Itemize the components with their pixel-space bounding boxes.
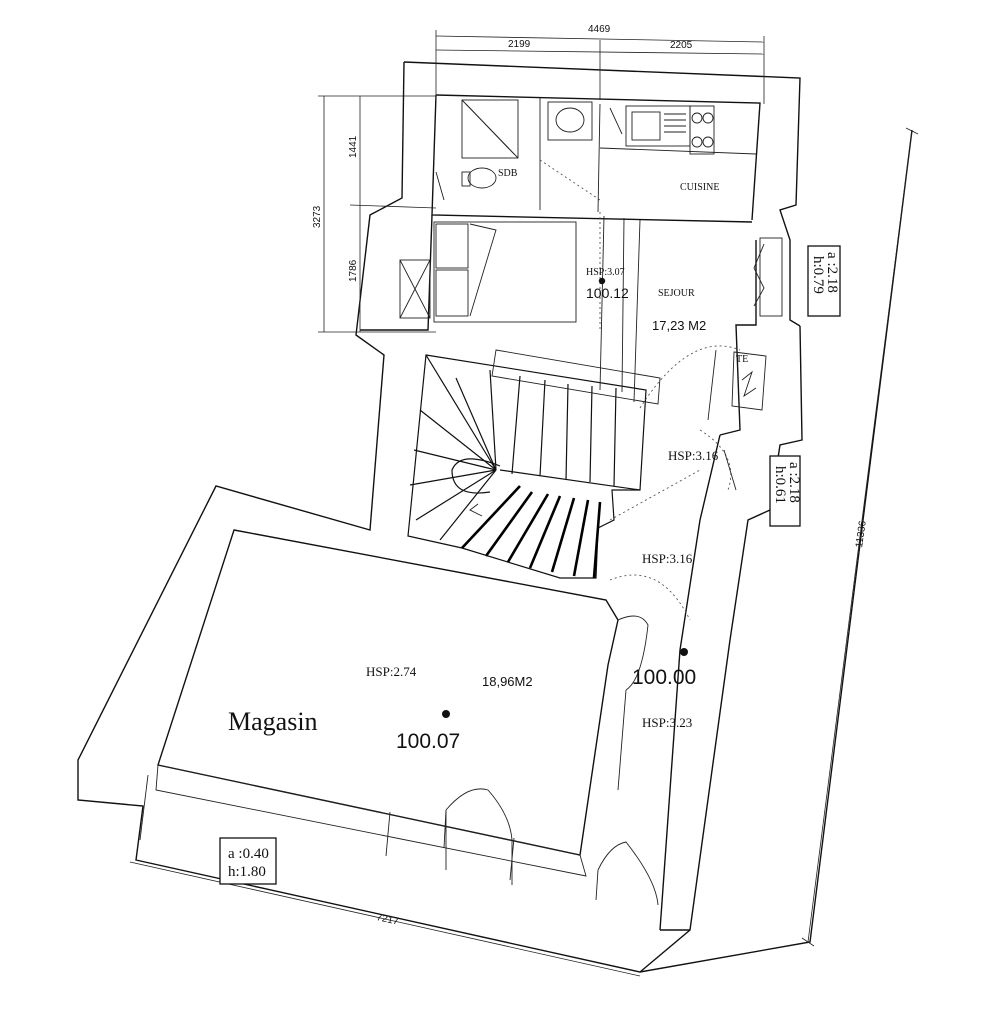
room-label-magasin: Magasin xyxy=(228,707,318,736)
dim-top-right: 2205 xyxy=(670,40,693,51)
dim-top-left: 2199 xyxy=(508,39,531,50)
te-cabinet xyxy=(639,345,767,491)
hsp-landing: HSP:3.16 xyxy=(668,448,719,463)
room-label-sejour: SEJOUR xyxy=(658,288,695,299)
window-box-cuisine xyxy=(807,245,841,317)
window-corridor-h: h:0.61 xyxy=(772,466,788,504)
window-box-corridor xyxy=(769,455,801,527)
room-area-sejour: 17,23 M2 xyxy=(652,318,706,333)
level-marker-sejour xyxy=(598,277,606,285)
window-magasin-a: a :0.40 xyxy=(228,846,269,862)
corridor-doors xyxy=(609,449,737,621)
sejour-window xyxy=(753,237,783,317)
magasin-walls xyxy=(139,529,659,906)
staircase xyxy=(407,349,661,579)
hsp-entrance: HSP:3.23 xyxy=(642,715,692,730)
room-area-magasin: 18,96M2 xyxy=(482,674,533,689)
window-magasin-h: h:1.80 xyxy=(228,864,266,880)
level-markers xyxy=(442,277,688,718)
window-cuisine-a: a :2.18 xyxy=(824,252,840,293)
outer-walls xyxy=(77,61,913,973)
room-label-sdb: SDB xyxy=(498,168,518,179)
level-sejour: 100.12 xyxy=(586,285,629,301)
room-label-te: TE xyxy=(736,354,748,365)
dim-right-total: 11336 xyxy=(854,520,869,549)
window-corridor-a: a :2.18 xyxy=(786,462,802,503)
level-marker-magasin xyxy=(442,710,450,718)
dim-left-upper: 1441 xyxy=(348,135,359,158)
dim-left-total: 3273 xyxy=(312,205,323,228)
level-magasin: 100.07 xyxy=(396,730,460,753)
dim-top-total: 4469 xyxy=(588,24,611,35)
room-label-cuisine: CUISINE xyxy=(680,182,719,193)
kitchen xyxy=(597,103,757,213)
window-cuisine-h: h:0.79 xyxy=(810,256,826,294)
dim-bottom-total: 7217 xyxy=(375,912,399,927)
window-box-magasin xyxy=(219,837,277,885)
dimension-lines xyxy=(129,30,919,977)
level-entrance: 100.00 xyxy=(632,666,696,689)
bedroom xyxy=(399,212,641,403)
hsp-sejour: HSP:3.07 xyxy=(586,267,625,278)
hsp-magasin: HSP:2.74 xyxy=(366,664,417,679)
bathroom xyxy=(435,98,601,210)
hsp-corridor: HSP:3.16 xyxy=(642,551,693,566)
dim-left-lower: 1786 xyxy=(348,259,359,282)
level-marker-entrance xyxy=(680,648,688,656)
